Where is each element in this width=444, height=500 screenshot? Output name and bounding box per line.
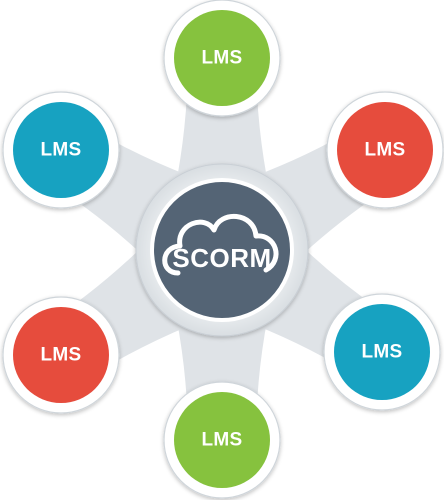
node-label: LMS	[40, 140, 81, 161]
node-label: LMS	[201, 430, 242, 451]
lms-node-top: LMS	[163, 0, 281, 117]
lms-node-upper-left: LMS	[2, 91, 120, 209]
node-label: LMS	[361, 342, 402, 363]
lms-node-upper-right: LMS	[326, 91, 444, 209]
node-circle	[13, 102, 109, 198]
center-core	[150, 178, 294, 322]
lms-node-lower-right: LMS	[323, 293, 441, 411]
node-circle	[174, 392, 270, 488]
node-circle	[13, 307, 109, 403]
lms-node-bottom: LMS	[163, 381, 281, 499]
node-label: LMS	[40, 345, 81, 366]
node-circle	[174, 10, 270, 106]
node-label: LMS	[364, 140, 405, 161]
center-hub: SCORM	[135, 163, 309, 337]
node-label: LMS	[201, 48, 242, 69]
cloud-icon	[162, 213, 279, 276]
node-circle	[337, 102, 433, 198]
node-circle	[334, 304, 430, 400]
lms-node-lower-left: LMS	[2, 296, 120, 414]
center-label: SCORM	[172, 243, 271, 273]
